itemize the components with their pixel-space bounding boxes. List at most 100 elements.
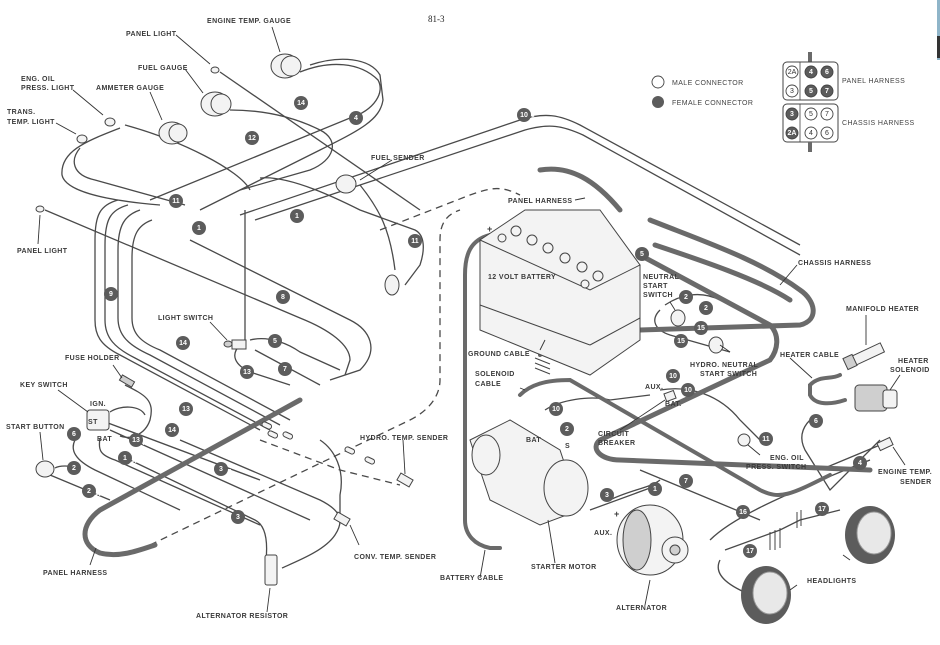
wire-panel-light-left (44, 209, 351, 376)
wire-badge-circle (294, 96, 308, 110)
wire-badge-circle (648, 482, 662, 496)
label-eng-oil-press-switch-1: ENG. OIL (770, 455, 804, 462)
wire-8 (189, 239, 372, 381)
label-engine-temp-sender-1: ENGINE TEMP. (878, 469, 932, 476)
wire-badge-number: 2 (684, 294, 688, 301)
label-heater-solenoid-1: HEATER (898, 358, 929, 365)
wire-badge-circle (245, 131, 259, 145)
label-fuel-gauge: FUEL GAUGE (138, 65, 188, 72)
wire-badge-11: 11 (759, 432, 773, 446)
wire-badge-number: 14 (168, 427, 176, 434)
connector-pin-label: 3 (790, 111, 794, 118)
connector-pin-female (785, 126, 799, 140)
wire-badge-number: 15 (677, 338, 685, 345)
wire-badge-5: 5 (635, 247, 649, 261)
wire-badge-number: 12 (248, 135, 256, 142)
wire-badge-1: 1 (290, 209, 304, 223)
wire-conv-temp (319, 439, 342, 515)
label-eng-oil-press-light-2: PRESS. LIGHT (21, 85, 75, 92)
wire-badge-number: 1 (653, 486, 657, 493)
wire-badge-number: 3 (219, 466, 223, 473)
label-heater-solenoid-2: SOLENOID (890, 367, 930, 374)
wire-6 (72, 439, 181, 511)
connector-pin-label: 7 (825, 111, 829, 118)
label-alt-plus: + (614, 509, 619, 519)
wire-badge-11: 11 (408, 234, 422, 248)
wire-badge-number: 15 (697, 325, 705, 332)
wire-badge-circle (679, 290, 693, 304)
wire-badge-circle (809, 414, 823, 428)
engine-temp-gauge-icon (270, 53, 302, 79)
wire-badge-3: 3 (600, 488, 614, 502)
wire-badge-circle (699, 301, 713, 315)
wire-badge-2: 2 (560, 422, 574, 436)
wire-badge-suffix: A (227, 469, 232, 476)
wire-badge-number: 6 (72, 431, 76, 438)
wire-3-right (589, 487, 651, 511)
connector-pin-label: 4 (809, 130, 813, 137)
wire-badge-17: 17 (743, 544, 757, 558)
wire-badge-number: 5 (273, 338, 277, 345)
wire-badge-circle (549, 402, 563, 416)
wire-badge-16: 16 (736, 505, 750, 519)
wire-badge-circle (268, 334, 282, 348)
wires (44, 58, 881, 601)
wire-3a (179, 439, 341, 569)
wire-badge-circle (129, 433, 143, 447)
page-number: 81-3 (428, 14, 445, 24)
key-switch-icon (86, 409, 110, 431)
wire-3 (129, 459, 269, 576)
wire-14a (149, 63, 381, 201)
starter-motor-icon (469, 419, 589, 526)
connector-pills (261, 421, 376, 465)
label-headlights: HEADLIGHTS (807, 578, 857, 585)
wire-badge-number: 13 (243, 369, 251, 376)
label-circuit-breaker-1: CIRCUIT (598, 431, 630, 438)
wire-badge-circle (736, 505, 750, 519)
wire-badge-number: 2 (704, 305, 708, 312)
wire-badge-suffix: A (679, 376, 684, 383)
wire-badge-10: 10 (549, 402, 563, 416)
wire-badge-circle (600, 488, 614, 502)
wire-1a-left (117, 209, 281, 426)
label-panel-harness-top: PANEL HARNESS (508, 198, 572, 205)
label-circuit-breaker-2: BREAKER (598, 440, 635, 447)
panel-harness-main (82, 397, 303, 558)
connector-pin-label: 2A (788, 130, 797, 137)
label-key-switch: KEY SWITCH (20, 382, 68, 389)
connector-pin-label: 4 (809, 69, 813, 76)
wire-badge-circle (67, 461, 81, 475)
wire-12 (229, 109, 333, 191)
conv-temp-sender-icon (333, 511, 351, 527)
wire-badge-circle (276, 290, 290, 304)
wire-badge-4: 4 (349, 111, 363, 125)
wire-5 (249, 338, 341, 371)
wire-badge-number: 2 (72, 465, 76, 472)
alternator-icon (616, 504, 689, 576)
connector-pin-label: 5 (809, 111, 813, 118)
wire-badge-number: 10 (552, 406, 560, 413)
manifold-heater-icon (842, 342, 886, 371)
wire-11-dashed (149, 209, 461, 546)
wire-17-left (717, 559, 761, 601)
connector-pin-male (820, 126, 834, 140)
wire-badge-number: 2 (565, 426, 569, 433)
wire-9 (94, 199, 261, 431)
wire-badge-13: 13 (179, 402, 193, 416)
wire-badge-circle (349, 111, 363, 125)
wire-14-left (131, 219, 291, 421)
connector-pin-male (820, 107, 834, 121)
legend-chassis-harness: CHASSIS HARNESS (842, 120, 915, 127)
label-neutral-start-3: SWITCH (643, 292, 673, 299)
wire-badge-number: 1 (295, 213, 299, 220)
connector-pin-label: 6 (825, 130, 829, 137)
fuel-sender-icon (335, 174, 400, 296)
wire-13-key (99, 419, 261, 481)
wire-badge-15: 15 (694, 321, 708, 335)
wire-badge-circle (169, 194, 183, 208)
wire-badge-number: 6 (814, 418, 818, 425)
